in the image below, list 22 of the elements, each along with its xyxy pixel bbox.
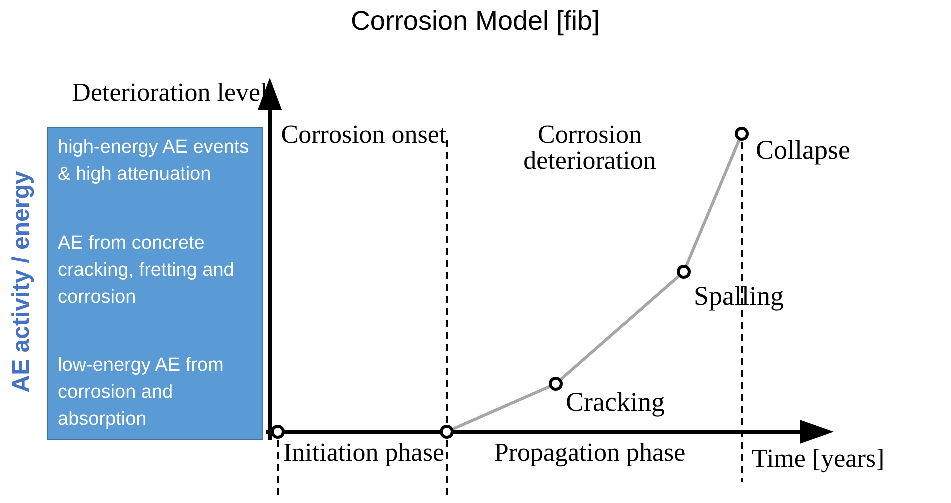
phase-label: Corrosion deterioration (522, 122, 658, 174)
panel-text: AE from concrete cracking, fretting and corrosion (58, 232, 236, 310)
curve-point (440, 425, 454, 439)
phase-label: Initiation phase (282, 440, 446, 466)
curve-point (677, 265, 691, 279)
curve-point (735, 127, 749, 141)
title: Corrosion Model [fib] (350, 5, 602, 38)
axis-label: AE activity / energy (8, 170, 36, 395)
phase-label: Corrosion onset (280, 122, 448, 148)
phase-label: Propagation phase (493, 440, 687, 466)
panel-text: high-energy AE events & high attenuation (58, 136, 250, 187)
curve-segment (685, 140, 741, 266)
curve-segment (452, 385, 550, 431)
axis-label: Time [years] (752, 446, 886, 472)
panel-text: low-energy AE from corrosion and absorption (58, 354, 225, 432)
point-label: Collapse (756, 134, 850, 166)
curve-segment (560, 275, 680, 381)
text-panel (47, 127, 263, 440)
point-label: Spalling (694, 280, 784, 312)
curve-point (549, 377, 563, 391)
curve-point (271, 425, 285, 439)
point-label: Cracking (566, 386, 665, 418)
